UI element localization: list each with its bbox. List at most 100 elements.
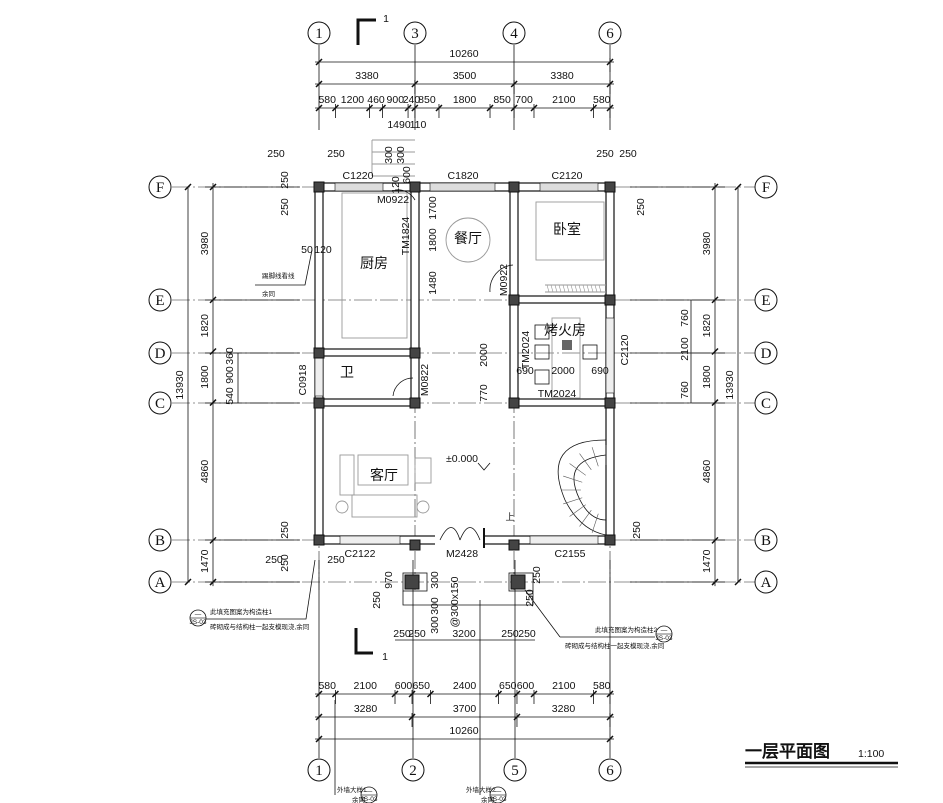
dim-right-detail: 2100	[679, 337, 691, 361]
fire-table	[551, 317, 581, 399]
dim-bottom-mid: 3700	[453, 703, 477, 715]
dining-table	[445, 217, 491, 263]
note-wall-detail-1: 外墙大样1	[337, 785, 367, 794]
dim-right-chain: 3980	[701, 232, 713, 256]
dim-bottom-detail: 650	[412, 680, 430, 692]
axis-label-right: F	[762, 180, 770, 196]
dim-column: 250	[265, 554, 283, 566]
dim-left-chain: 4860	[199, 460, 211, 484]
axis-label-left: C	[155, 396, 165, 412]
dim-top-total: 10260	[449, 48, 478, 60]
dim-misc: 1490	[387, 119, 411, 131]
room-kitchen: 厨房	[360, 255, 388, 271]
section-number: 1	[382, 651, 388, 663]
dim-misc: 1700	[427, 196, 439, 220]
column	[508, 397, 520, 409]
dim-column: 250	[619, 148, 637, 160]
axis-bubble	[401, 758, 425, 782]
wall	[509, 295, 615, 304]
dim-bottom-detail: 580	[318, 680, 336, 692]
note-column-1: 砖砌成与结构柱一起支模现浇,余同	[210, 622, 309, 631]
dim-bottom-mid: 3280	[552, 703, 576, 715]
note-wall-detail-2: 余同	[481, 795, 494, 803]
axis-label-left: F	[156, 180, 164, 196]
dim-misc: 300	[395, 146, 407, 164]
column	[409, 347, 421, 359]
axis-label-top: 3	[411, 26, 419, 42]
axis-label-right: C	[761, 396, 771, 412]
door-label: TM2024	[538, 388, 577, 400]
dim-column: 250	[267, 148, 285, 160]
dim-top-detail: 460	[367, 94, 385, 106]
dim-misc: 690	[516, 365, 534, 377]
dim-top-detail: 850	[418, 94, 436, 106]
axis-label-right: E	[761, 293, 770, 309]
dim-column: 250	[279, 554, 291, 572]
dim-column: 250	[631, 521, 643, 539]
column	[404, 574, 420, 590]
dim-column: 250	[327, 554, 345, 566]
dim-top-detail: 580	[593, 94, 611, 106]
dim-left-chain: 1800	[199, 365, 211, 389]
walls	[313, 139, 616, 606]
stair-up-label: 上	[505, 512, 514, 522]
axis-label-top: 4	[510, 26, 518, 42]
wall	[314, 348, 420, 357]
axis-bubble	[148, 570, 172, 594]
dim-misc: 2000	[551, 365, 575, 377]
dim-bottom-detail: 2100	[552, 680, 576, 692]
column	[510, 574, 526, 590]
wall	[314, 398, 420, 407]
dim-right-chain: 1820	[701, 314, 713, 338]
dim-left-detail: 540	[224, 387, 236, 405]
dim-top-detail: 1800	[453, 94, 477, 106]
door-label: TM2024	[520, 331, 532, 370]
dim-top-mid: 3380	[550, 70, 574, 82]
axis-bubble	[148, 391, 172, 415]
dim-top-detail: 850	[493, 94, 511, 106]
dim-right-chain: 1800	[701, 365, 713, 389]
dim-top-mid: 3380	[355, 70, 379, 82]
axis-bubble	[754, 288, 778, 312]
dim-porch: 250	[524, 589, 536, 607]
column	[508, 539, 520, 551]
column	[313, 397, 325, 409]
dim-misc: 1480	[427, 271, 439, 295]
dim-misc: 50	[301, 244, 313, 256]
dim-misc: 120	[390, 176, 402, 194]
dim-left-detail: 360	[224, 347, 236, 365]
dim-right-chain: 1470	[701, 549, 713, 573]
note-skirting: 余同	[262, 289, 275, 298]
dim-porch: 250	[501, 628, 519, 640]
window-label: C1220	[343, 170, 374, 182]
dim-misc: 2000	[478, 343, 490, 367]
axis-bubble	[598, 21, 622, 45]
door-label: TM1824	[400, 217, 412, 256]
axis-bubble	[148, 288, 172, 312]
column	[604, 294, 616, 306]
note-column-1: 此填充图案为构造柱1	[210, 607, 273, 616]
room-bathroom: 卫	[340, 364, 354, 380]
column	[409, 539, 421, 551]
axis-label-right: B	[761, 533, 771, 549]
window-label: C2155	[555, 548, 586, 560]
dim-column: 250	[327, 148, 345, 160]
room-dining: 餐厅	[454, 230, 482, 246]
column	[313, 534, 325, 546]
dim-porch: 250	[518, 628, 536, 640]
dim-misc: 300	[383, 146, 395, 164]
dim-bottom-detail: 600	[517, 680, 535, 692]
dim-top-detail: 240	[403, 94, 421, 106]
wall	[410, 182, 420, 408]
axis-label-bottom: 5	[511, 763, 519, 779]
ref-sheet: JS-03	[361, 796, 378, 803]
drawing-scale: 1:100	[858, 748, 884, 760]
axis-label-left: D	[155, 346, 166, 362]
dim-top-detail: 2100	[552, 94, 576, 106]
dim-column: 250	[596, 148, 614, 160]
section-mark-bottom	[354, 628, 373, 655]
column	[604, 534, 616, 546]
ref-sheet: JS-03	[656, 635, 673, 642]
bed	[535, 201, 605, 261]
